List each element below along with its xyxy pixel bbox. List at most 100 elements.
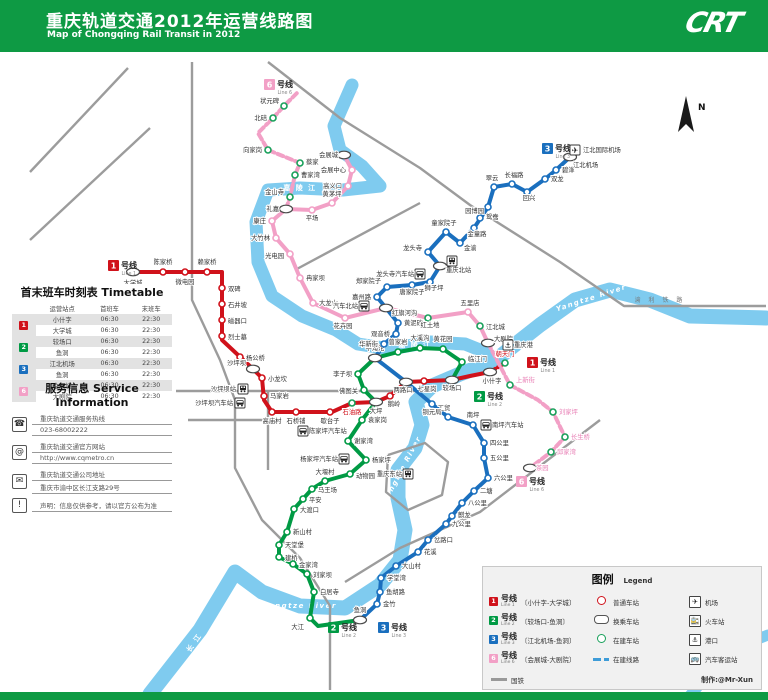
station: 动物园 [346, 470, 376, 481]
station: 石井坡 [218, 299, 249, 310]
alert-icon: ! [12, 498, 27, 513]
station: 鱼洞 [353, 604, 367, 625]
badge-name-en: Line 3 [392, 633, 407, 639]
train-icon: 🚉 [689, 614, 701, 627]
station-label: 石油路 [343, 407, 363, 416]
road [294, 201, 421, 272]
station: 龙头寺 [402, 242, 432, 256]
station: 会展城 [318, 149, 352, 160]
station: 七星岗 [417, 377, 437, 394]
station-label: 九公里 [452, 519, 471, 528]
station-label: 麒龙 [458, 510, 471, 519]
station-label: 沙坪坝 [227, 358, 246, 367]
station-label: 花卉园 [334, 321, 353, 330]
station: 大龙山 [309, 297, 339, 308]
facility-label: 沙坪坝汽车站 [195, 398, 233, 407]
line-6-badge-small: 6 [19, 386, 29, 396]
station-label: 大学城 [124, 278, 144, 287]
badge-name-en: Line 2 [488, 402, 503, 408]
badge-name-en: Line 1 [122, 271, 137, 277]
station: 平场 [305, 206, 319, 223]
service-text: 声明：信息仅供参考，请以官方公布为准 [32, 499, 172, 512]
facility-label: 杨家坪汽车站 [300, 454, 338, 463]
facility-label: 江北国际机场 [583, 145, 621, 154]
credit: 制作:@Mr-Xun [701, 675, 753, 684]
station: 碧津 [552, 164, 576, 175]
station: 童家院子 [430, 217, 458, 236]
station: 小什字 [482, 367, 502, 386]
station: 狮子坪 [424, 278, 445, 293]
station: 观音桥 [370, 328, 400, 339]
station-label: 红土地 [421, 320, 441, 329]
service-title-en: Service Information [55, 382, 139, 409]
station-label: 歇台子 [321, 416, 340, 425]
station: 重庆北站 [432, 261, 473, 275]
station-label: 金童路 [468, 229, 488, 238]
station: 李子坝 [332, 368, 362, 379]
header: 重庆轨道交通2012年运营线路图 Map of Chongqing Rail T… [0, 0, 768, 52]
station: 石油路 [342, 399, 363, 417]
station-label: 建桥 [285, 553, 298, 562]
badge-name: 号线 [487, 391, 503, 401]
station: 杨公桥 [236, 352, 267, 363]
station-label: 杨家坪 [372, 455, 392, 464]
service-text: 重庆轨道交通官方网站 [32, 440, 172, 453]
station-label: 碧津 [562, 165, 575, 174]
station: 马家岩 [260, 390, 290, 401]
river-jialing [249, 78, 500, 369]
station: 大堰村 [315, 466, 336, 485]
station-label: 铜元局 [423, 407, 442, 416]
station: 马王场 [308, 484, 338, 495]
station: 高义口 [322, 180, 352, 191]
badge-number: 2 [331, 624, 337, 633]
legend-title-en: Legend [623, 577, 653, 585]
station: 五里店 [460, 297, 480, 316]
station-label: 双碑 [228, 284, 241, 293]
station: 蔡家 [296, 156, 320, 167]
timetable-title-en: Timetable [101, 286, 164, 299]
station-label: 马王场 [318, 485, 337, 494]
station: 鸳鸯 [476, 211, 500, 222]
station: 光电园 [264, 250, 294, 261]
station-label: 黄花园 [434, 334, 453, 343]
national-rail-sample [491, 678, 507, 681]
station-label: 微电园 [176, 277, 195, 286]
station: 牛角沱 [365, 342, 385, 363]
service-text: 重庆轨道交通公司地址 [32, 468, 172, 481]
station-label: 小龙坎 [268, 374, 288, 383]
station: 金家湾 [289, 559, 320, 570]
badge-number: 1 [111, 262, 117, 271]
station: 双碑 [218, 283, 242, 294]
station: 磁器口 [218, 315, 248, 326]
station: 四公里 [480, 438, 510, 448]
station: 金渝 [456, 239, 478, 253]
bus-icon: 南坪汽车站 [480, 419, 525, 431]
station: 石桥铺 [286, 408, 306, 426]
facility-label: 重庆东站 [377, 469, 403, 478]
station-label: 牛角沱 [366, 343, 385, 352]
station: 上新街 [506, 374, 537, 389]
station-label: 八公里 [468, 499, 487, 507]
station: 黄茅坪 [322, 188, 343, 207]
station: 黄泥磅 [394, 317, 424, 328]
station: 大山村 [392, 560, 423, 571]
line-3 [358, 155, 572, 622]
service-text: 重庆市渝中区长江支路29号 [32, 481, 172, 494]
station-label: 龙头寺 [403, 243, 422, 252]
station-label: 邱家湾 [557, 447, 577, 456]
station-label: 唐家院子 [399, 287, 424, 296]
badge-name-en: Line 6 [278, 90, 293, 96]
badge-name: 号线 [277, 79, 293, 89]
station-label: 大山村 [402, 561, 422, 570]
road [267, 61, 766, 308]
road [29, 127, 151, 241]
station: 沙坪坝 [226, 357, 261, 374]
